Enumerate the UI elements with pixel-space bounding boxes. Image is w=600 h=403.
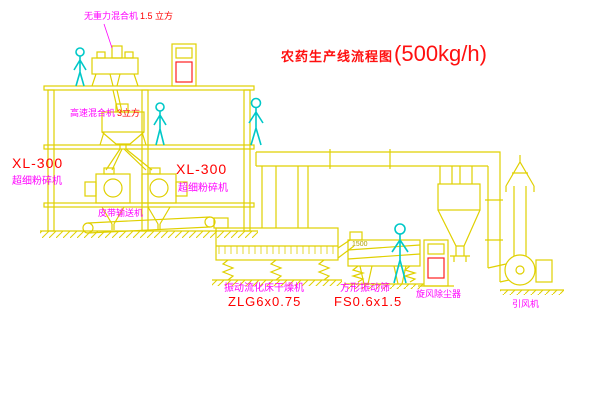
pulverizer-left-model: XL-300 — [12, 155, 64, 171]
fan-label: 引风机 — [512, 299, 540, 309]
screen-drawing — [344, 231, 424, 289]
control-cabinet-ground-drawing — [418, 239, 454, 287]
exhaust-duct-drawing — [255, 149, 503, 282]
worker-figure-ground — [391, 223, 409, 284]
discharge-hoppers-drawing — [101, 206, 171, 230]
dryer-drawing — [212, 166, 355, 286]
diagram-title: 农药生产线流程图 (500kg/h) — [281, 41, 487, 66]
control-cabinet-top-drawing — [171, 43, 197, 87]
high-speed-mixer-spec: 3立方 — [117, 108, 141, 118]
pulverizer-left-drawing — [84, 167, 131, 204]
dryer-name: 振动流化床干燥机 — [224, 283, 304, 294]
worker-figure-mid-floor-right — [248, 97, 264, 146]
belt-conveyor-drawing — [82, 216, 216, 234]
tower-structure — [40, 85, 258, 238]
screen-length-dimension: 1500 — [352, 241, 368, 248]
worker-figure-mid-floor — [153, 102, 167, 146]
worker-figures — [73, 47, 409, 284]
high-speed-mixer-name: 高速混合机 — [70, 108, 116, 118]
gravity-mixer-name: 无重力混合机 — [84, 11, 139, 21]
pulverizer-right-drawing — [141, 167, 188, 204]
belt-conveyor-label: 皮带输送机 — [98, 208, 144, 218]
dryer-model: ZLG6x0.75 — [228, 294, 302, 309]
worker-figure-top-floor — [73, 47, 87, 87]
cyclone-drawing — [437, 166, 481, 262]
fan-drawing — [487, 254, 564, 295]
gravity-mixer-label: 无重力混合机 1.5 立方 — [84, 11, 174, 22]
stack-drawing — [505, 155, 535, 256]
pulverizer-left-name: 超细粉碎机 — [12, 176, 62, 187]
high-speed-mixer-label: 高速混合机 3立方 — [70, 108, 141, 119]
diagram-title-text: 农药生产线流程图 — [281, 49, 394, 64]
high-speed-mixer-drawing — [99, 103, 153, 171]
gravity-mixer-drawing — [91, 45, 139, 113]
cyclone-label: 旋风除尘器 — [416, 289, 462, 299]
gravity-mixer-leader-line — [103, 23, 113, 49]
pulverizer-right-name: 超细粉碎机 — [178, 183, 228, 194]
screen-model: FS0.6x1.5 — [334, 294, 403, 309]
screen-name: 方形振动筛 — [340, 283, 390, 294]
diagram-title-capacity: (500kg/h) — [394, 41, 487, 66]
gravity-mixer-spec: 1.5 立方 — [140, 11, 174, 21]
pulverizer-right-model: XL-300 — [176, 161, 228, 177]
